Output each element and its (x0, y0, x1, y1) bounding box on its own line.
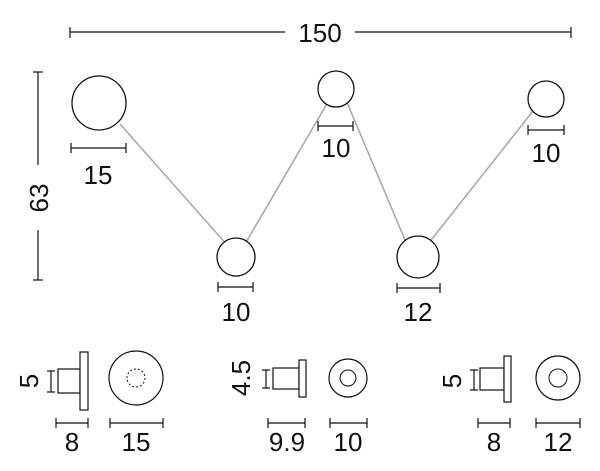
overall-height-label: 63 (24, 184, 54, 213)
canopy-detail-1: 5 8 15 (14, 350, 164, 457)
detail-2-height-label: 4.5 (226, 360, 256, 396)
globe-2-diameter-label: 10 (222, 297, 251, 327)
globe-1-diameter-label: 15 (84, 160, 113, 190)
globe-5-diameter-label: 10 (532, 138, 561, 168)
detail-2-diameter-label: 10 (334, 427, 363, 457)
overall-height-dimension: 63 (24, 71, 54, 281)
globe-4: 12 (396, 235, 441, 327)
overall-width-dimension: 150 (69, 18, 572, 48)
detail-3-plate-front (535, 355, 581, 401)
globe-4-diameter-label: 12 (404, 297, 433, 327)
detail-2-depth-label: 9.9 (269, 427, 305, 457)
canopy-detail-3: 5 8 12 (437, 355, 581, 457)
detail-3-plate (503, 355, 512, 403)
detail-1-plate (79, 351, 89, 411)
globe-3: 10 (317, 70, 355, 163)
detail-1-height-label: 5 (14, 374, 44, 388)
detail-3-diameter-label: 12 (544, 427, 573, 457)
detail-1-stem (57, 368, 81, 394)
globe-3-diameter-label: 10 (322, 133, 351, 163)
detail-1-plate-front (108, 350, 164, 406)
suspension-wires (119, 99, 534, 247)
detail-3-depth-label: 8 (487, 427, 501, 457)
globe-2: 10 (216, 237, 256, 327)
detail-2-stem (272, 367, 300, 390)
detail-3-stem (479, 367, 505, 391)
detail-3-height-label: 5 (437, 374, 467, 388)
globe-5: 10 (527, 80, 565, 168)
detail-2-plate (298, 359, 307, 398)
overall-width-label: 150 (298, 18, 341, 48)
globe-1: 15 (70, 75, 127, 190)
canopy-detail-2: 4.5 9.9 10 (226, 358, 368, 457)
detail-1-diameter-label: 15 (122, 427, 151, 457)
detail-1-depth-label: 8 (65, 427, 79, 457)
detail-2-plate-front (328, 358, 368, 398)
